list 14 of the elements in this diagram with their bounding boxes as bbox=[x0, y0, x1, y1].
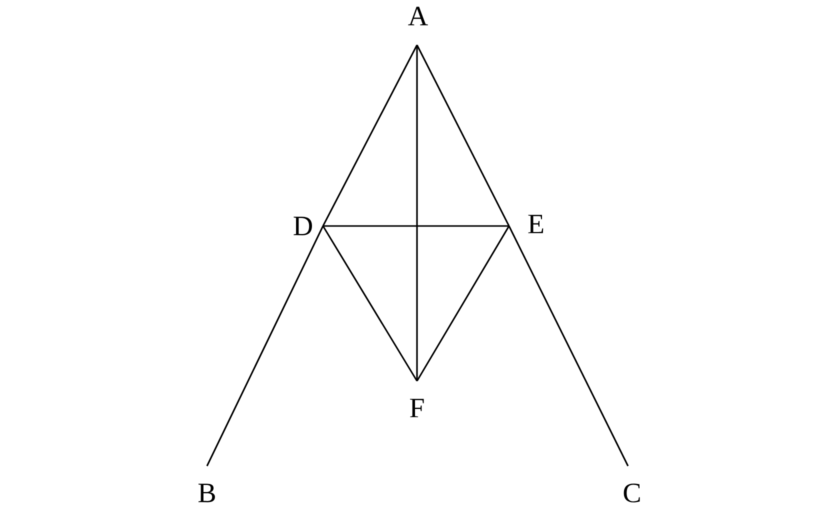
line-segment bbox=[508, 226, 629, 466]
line-segment bbox=[416, 226, 510, 382]
point-label: A bbox=[408, 6, 428, 26]
line-segment bbox=[206, 226, 324, 466]
point-label: F bbox=[410, 398, 424, 418]
line-segment bbox=[323, 225, 509, 227]
point-label: B bbox=[198, 484, 215, 502]
line-segment bbox=[416, 45, 418, 381]
point-label: D bbox=[294, 216, 312, 236]
line-segment bbox=[322, 44, 418, 226]
point-label: C bbox=[624, 484, 640, 502]
line-segment bbox=[322, 226, 418, 382]
point-label: E bbox=[528, 214, 544, 234]
line-segment bbox=[416, 44, 510, 226]
